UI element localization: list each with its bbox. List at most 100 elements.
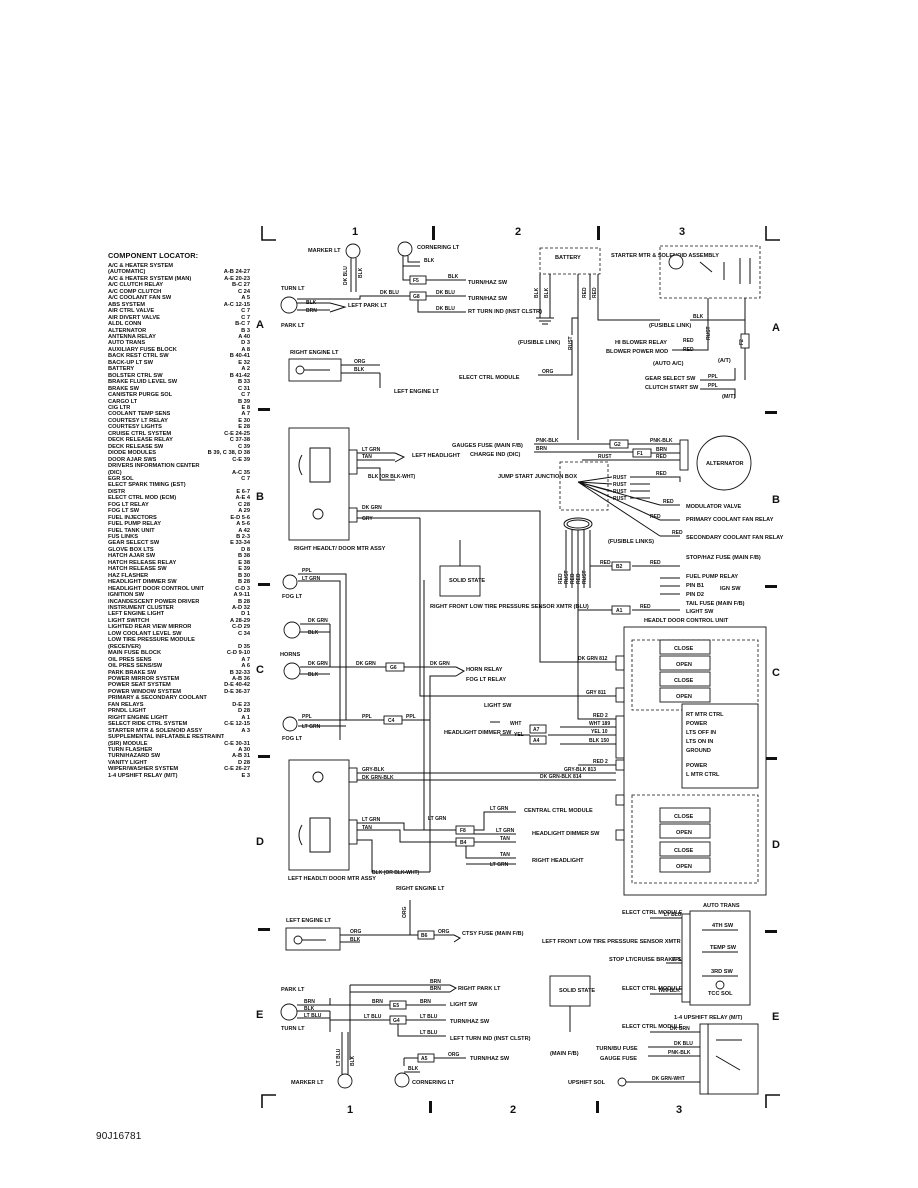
label-turn-lt-bottom: TURN LT	[281, 1026, 305, 1032]
locator-item-name: (RECEIVER)	[108, 643, 141, 650]
locator-item-name: AUXILIARY FUSE BLOCK	[108, 346, 177, 353]
wire-label-red-bm: RED	[683, 347, 694, 353]
locator-item-ref: E 3	[241, 772, 250, 779]
locator-item-ref: E 38	[238, 559, 250, 566]
section-bottom-lamps: PARK LT TURN LT BRN BLK LT BLU BRN BRN R…	[280, 979, 759, 1095]
wire-label-pnk-blk-1: PNK-BLK	[536, 438, 559, 444]
label-at: (A/T)	[718, 358, 731, 364]
locator-item-ref: C-E 24-25	[224, 430, 250, 437]
locator-item-ref: C-D 29	[231, 624, 250, 631]
grid-col-3-top: 3	[679, 226, 685, 238]
label-ecm-at-1: ELECT CTRL MODULE	[622, 910, 683, 916]
starter-box	[659, 245, 761, 299]
locator-item-name: FOG LT SW	[108, 508, 140, 515]
wire-label-ppl-c4b: PPL	[406, 714, 416, 720]
locator-item-ref: B 28	[237, 579, 250, 586]
locator-item-ref: B 30	[237, 572, 250, 579]
locator-item-name: TURN FLASHER	[108, 746, 153, 753]
wire-label-yel-10: YEL 10	[591, 729, 608, 735]
locator-item-name: DOOR AJAR SWS	[108, 456, 157, 463]
label-battery: BATTERY	[555, 255, 581, 261]
wire-label-brn-ci: BRN	[536, 446, 547, 452]
locator-item-ref: C-E 12-15	[224, 721, 250, 728]
grid-col-2-bottom: 2	[510, 1104, 516, 1116]
wire-label-brn-rp2: BRN	[430, 986, 441, 992]
label-rt-mtr-ctrl: RT MTR CTRL	[686, 712, 724, 718]
label-lts-off-in: LTS OFF IN	[686, 730, 716, 736]
label-l-mtr-ctrl: L MTR CTRL	[686, 772, 720, 778]
locator-item: DRIVERS INFORMATION CENTER	[108, 463, 250, 469]
locator-item-name: PRNDL LIGHT	[108, 708, 147, 715]
grid-row-d-right: D	[772, 839, 780, 851]
wire-label-rust-bat: RUST	[568, 336, 574, 350]
locator-item-name: EGR SOL	[108, 475, 134, 482]
label-close-2: CLOSE	[674, 678, 694, 684]
label-turn-bu-fuse: TURN/BU FUSE	[596, 1046, 638, 1052]
wire-label-brn-b1: BRN	[304, 999, 315, 1005]
locator-item-name: DRIVERS INFORMATION CENTER	[108, 463, 200, 470]
locator-item-ref: B 3	[241, 327, 250, 334]
locator-item-name: DECK RELEASE SW	[108, 443, 164, 450]
wire-label-blk-v: BLK	[358, 267, 364, 278]
wire-label-lt-blu-g4: LT BLU	[364, 1014, 382, 1020]
wire-label-dk-grn-g6a: DK GRN	[356, 661, 376, 667]
wire-label-lt-grn-rh: LT GRN	[490, 862, 509, 868]
wire-label-dk-blu-turn: DK BLU	[380, 290, 399, 296]
wire-label-dk-grn-blk-814: DK GRN-BLK 814	[540, 774, 582, 780]
locator-item-name: LOW COOLANT LEVEL SW	[108, 630, 182, 637]
wire-label-red-pf: RED	[650, 514, 661, 520]
wire-label-gry-rhl: GRY	[362, 516, 373, 522]
locator-item-ref: E 30	[238, 417, 250, 424]
label-left-engine-lt-ref: LEFT ENGINE LT	[394, 389, 440, 395]
locator-item-ref: A-C 12-15	[223, 301, 250, 308]
battery-box	[539, 247, 601, 275]
label-power-1: POWER	[686, 721, 707, 727]
wire-label-lt-blu-b1: LT BLU	[304, 1013, 322, 1019]
wire-label-blk-bat2: BLK	[544, 287, 550, 298]
wire-label-tan-hd: TAN	[500, 836, 510, 842]
wire-label-blk-h2: BLK	[308, 672, 319, 678]
locator-item-name: WIPER/WASHER SYSTEM	[108, 766, 179, 773]
wire-label-lt-blu-mb: LT BLU	[336, 1048, 342, 1066]
wire-label-blk-or-blk-wht: BLK (OR BLK-WHT)	[368, 474, 416, 480]
locator-item-name: ABS SYSTEM	[108, 301, 145, 308]
grid-col-2-top: 2	[515, 226, 521, 238]
label-fuel-pump-relay: FUEL PUMP RELAY	[686, 574, 738, 580]
label-open-3: OPEN	[676, 830, 692, 836]
locator-item-name: PRIMARY & SECONDARY COOLANT	[108, 695, 207, 702]
locator-item-name: ALDL CONN	[108, 321, 142, 328]
label-ground: GROUND	[686, 748, 711, 754]
park-turn-lamp-bottom-icon	[280, 1003, 298, 1021]
locator-item-ref: A 8	[241, 346, 250, 353]
locator-item-ref: E 28	[238, 424, 250, 431]
grid-row-c-right: C	[772, 667, 780, 679]
wire-label-ppl-fog: PPL	[302, 568, 312, 574]
label-left-tire-xmtr: LEFT FRONT LOW TIRE PRESSURE SENSOR XMTR…	[542, 939, 698, 945]
label-tail-fuse: TAIL FUSE (MAIN F/B)	[686, 601, 745, 607]
locator-item-name: HAZ FLASHER	[108, 572, 149, 579]
locator-item-name: OIL PRES SENS	[108, 656, 152, 663]
locator-item-ref: A-D 32	[231, 605, 250, 612]
label-left-turn-ind: LEFT TURN IND (INST CLSTR)	[450, 1036, 531, 1042]
fuse-g2: G2	[614, 442, 621, 448]
locator-item-name: SUPPLEMENTAL INFLATABLE RESTRAINT	[108, 734, 225, 741]
fuse-g8: G8	[413, 294, 420, 300]
locator-item-ref: E 8	[241, 404, 250, 411]
locator-item-name: CIG LTR	[108, 404, 131, 411]
label-close-3: CLOSE	[674, 814, 694, 820]
label-solid-state-l: SOLID STATE	[559, 988, 595, 994]
wire-label-blk-or-blk-wht-2: BLK (OR BLK-WHT)	[372, 870, 420, 876]
